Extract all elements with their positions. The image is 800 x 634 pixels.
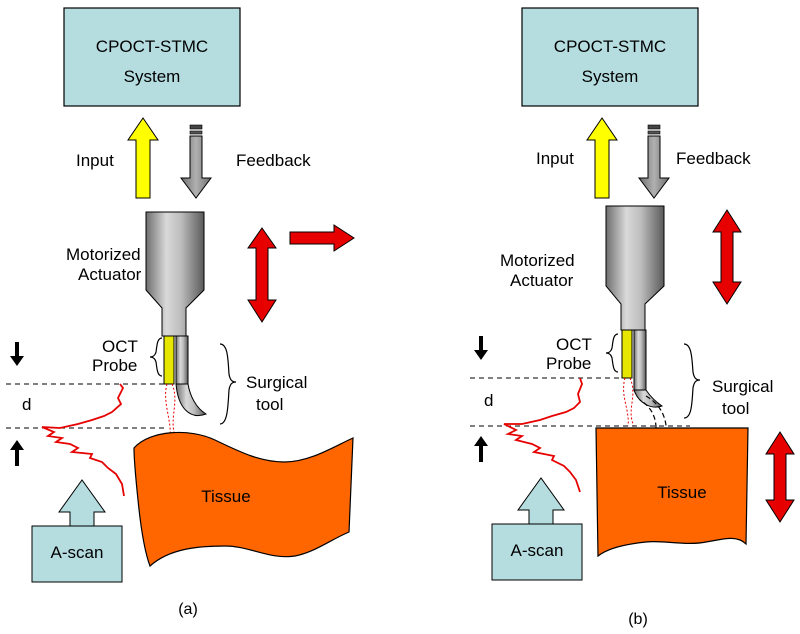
tool-bracket <box>219 343 237 425</box>
actuator-label-line1: Motorized <box>500 251 575 270</box>
motorized-actuator <box>145 211 205 337</box>
feedback-arrow <box>180 124 212 199</box>
tissue <box>133 431 354 568</box>
surgical-tool-tip <box>633 389 664 408</box>
probe-label-line2: Probe <box>546 354 591 373</box>
ascan-label: A-scan <box>51 543 104 562</box>
vertical-motion-arrow <box>712 209 742 305</box>
ascan-label: A-scan <box>511 541 564 560</box>
down-arrow-icon <box>10 342 24 366</box>
motorized-actuator <box>605 205 665 331</box>
feedback-arrow <box>638 124 670 199</box>
actuator-label-line1: Motorized <box>66 245 141 264</box>
tool-label-line2: tool <box>722 399 749 418</box>
tool-bracket <box>683 343 701 419</box>
feedback-label: Feedback <box>236 151 311 170</box>
panel-caption: (b) <box>628 611 648 628</box>
surgical-tool-tip-dashed <box>639 395 667 457</box>
tool-label-line2: tool <box>256 395 283 414</box>
down-arrow-icon <box>474 336 488 360</box>
tissue <box>595 427 749 558</box>
input-arrow <box>586 117 618 199</box>
input-label: Input <box>536 149 574 168</box>
tissue-label: Tissue <box>201 487 250 506</box>
tissue-motion-arrow <box>765 431 795 523</box>
vertical-motion-arrow <box>247 227 277 323</box>
surgical-tool-shaft <box>633 329 647 391</box>
surgical-tool-shaft <box>175 335 189 385</box>
surgical-tool-tip <box>175 383 208 416</box>
ascan-signal <box>41 383 125 497</box>
up-arrow-icon <box>474 436 488 462</box>
oct-probe <box>163 335 175 385</box>
probe-label-line2: Probe <box>92 356 137 375</box>
distance-label: d <box>22 395 31 414</box>
panel-a: CPOCT-STMC System Input Feedback Motoriz… <box>6 7 355 618</box>
tissue-label: Tissue <box>657 483 706 502</box>
system-title-line1: CPOCT-STMC <box>96 37 208 56</box>
tool-label-line1: Surgical <box>712 377 773 396</box>
actuator-label-line2: Actuator <box>510 271 574 290</box>
ascan-box: A-scan <box>491 477 583 581</box>
oct-probe <box>621 329 633 379</box>
actuator-label-line2: Actuator <box>78 265 142 284</box>
ascan-box: A-scan <box>31 479 123 583</box>
system-box: CPOCT-STMC System <box>521 7 699 107</box>
probe-label-line1: OCT <box>556 335 592 354</box>
panel-caption: (a) <box>178 601 198 618</box>
system-box: CPOCT-STMC System <box>63 7 241 107</box>
horizontal-motion-arrow <box>289 224 355 252</box>
system-title-line2: System <box>124 67 181 86</box>
distance-label: d <box>484 391 493 410</box>
panel-b: CPOCT-STMC System Input Feedback Motoriz… <box>470 7 795 628</box>
probe-bracket <box>149 337 163 377</box>
system-title-line2: System <box>582 67 639 86</box>
probe-label-line1: OCT <box>102 337 138 356</box>
input-label: Input <box>76 151 114 170</box>
up-arrow-icon <box>10 440 24 466</box>
system-title-line1: CPOCT-STMC <box>554 37 666 56</box>
probe-bracket <box>605 333 619 373</box>
tool-label-line1: Surgical <box>246 373 307 392</box>
input-arrow <box>127 117 159 199</box>
feedback-label: Feedback <box>676 149 751 168</box>
ascan-signal <box>503 377 583 493</box>
